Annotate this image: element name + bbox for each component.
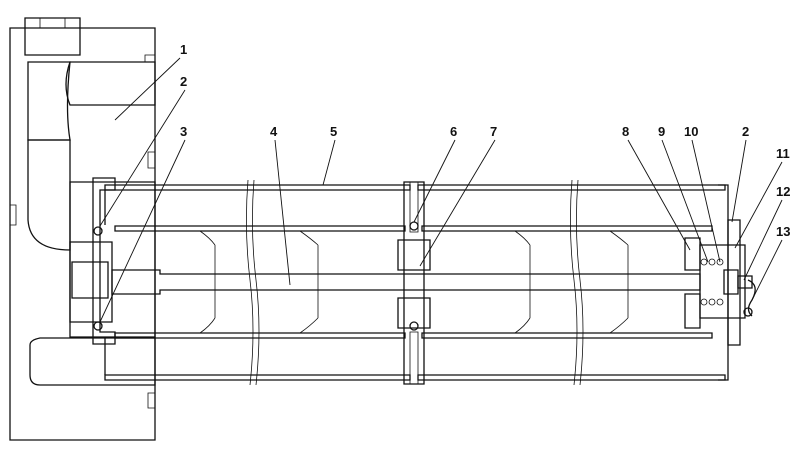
callout-10: 10	[684, 124, 698, 139]
central-rod	[111, 269, 701, 295]
callout-1: 1	[180, 42, 187, 57]
right-end-assembly	[684, 219, 756, 346]
callout-labels: 1 2 3 4 5 6 7 8 9 10 2 11 12 13	[180, 42, 790, 239]
callout-9: 9	[658, 124, 665, 139]
callout-13: 13	[776, 224, 790, 239]
break-lines	[246, 179, 584, 386]
callout-6: 6	[450, 124, 457, 139]
callout-4: 4	[270, 124, 278, 139]
inner-tube	[114, 225, 713, 339]
housing-section	[9, 17, 156, 441]
outer-tube	[104, 184, 729, 381]
callout-8: 8	[622, 124, 629, 139]
callout-7: 7	[490, 124, 497, 139]
callout-12: 12	[776, 184, 790, 199]
callout-5: 5	[330, 124, 337, 139]
tube-joint	[397, 181, 431, 385]
flange-bushing	[69, 177, 116, 345]
callout-2: 2	[180, 74, 187, 89]
callout-11: 11	[776, 146, 790, 161]
callout-3: 3	[180, 124, 187, 139]
leader-lines	[99, 57, 783, 323]
callout-2-right: 2	[742, 124, 749, 139]
